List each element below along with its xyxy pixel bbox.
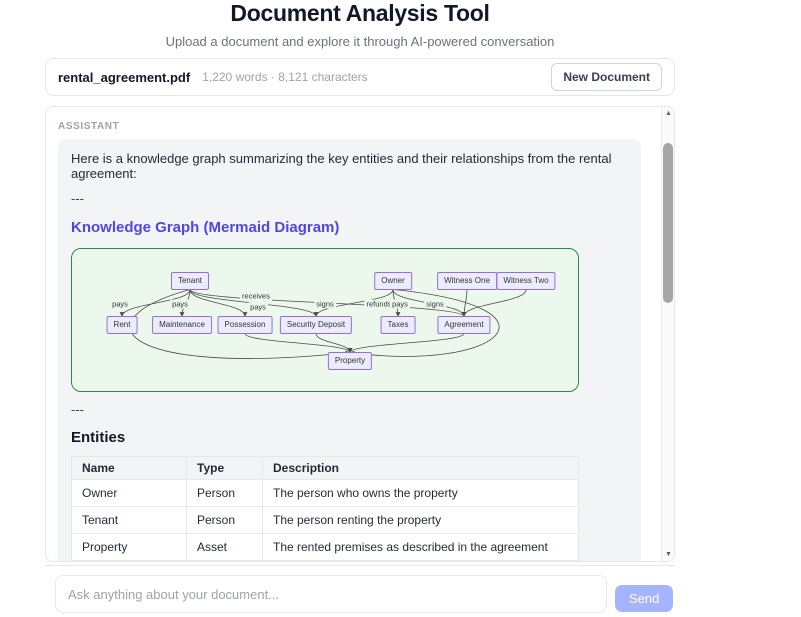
scrollbar-up-icon[interactable]: ▲: [665, 110, 672, 117]
graph-edge: [244, 333, 353, 353]
graph-node-agreement: Agreement: [437, 316, 491, 334]
message-intro: Here is a knowledge graph summarizing th…: [71, 151, 612, 181]
page-subtitle: Upload a document and explore it through…: [165, 34, 555, 49]
table-header-cell: Type: [186, 456, 263, 480]
composer: Send: [45, 565, 675, 613]
send-button[interactable]: Send: [615, 585, 674, 612]
graph-node-rent: Rent: [106, 316, 138, 334]
graph-edge: [349, 289, 500, 357]
graph-node-maintenance: Maintenance: [152, 316, 212, 334]
graph-edge-label: signs: [424, 299, 446, 309]
table-header-cell: Name: [71, 456, 187, 480]
graph-node-witness1: Witness One: [437, 272, 497, 290]
graph-edge: [315, 333, 353, 353]
scrollbar-down-icon[interactable]: ▼: [665, 551, 672, 558]
page-title: Document Analysis Tool: [230, 0, 490, 26]
chat-messages: ASSISTANT Here is a knowledge graph summ…: [46, 107, 674, 561]
graph-edge-label: signs: [314, 299, 336, 309]
graph-node-security: Security Deposit: [279, 316, 353, 334]
chat-panel: ASSISTANT Here is a knowledge graph summ…: [45, 106, 675, 562]
graph-edge-label: pays: [248, 302, 268, 312]
graph-node-property: Property: [327, 352, 373, 370]
document-stats: 1,220 words · 8,121 characters: [202, 70, 368, 84]
chat-scrollbar[interactable]: ▲ ▼: [661, 107, 674, 561]
graph-node-taxes: Taxes: [380, 316, 416, 334]
graph-edge: [313, 289, 394, 317]
graph-edge: [347, 333, 465, 353]
table-header-cell: Description: [262, 456, 579, 480]
graph-edge: [129, 289, 351, 359]
document-analysis-app: Document Analysis Tool Upload a document…: [45, 0, 675, 613]
graph-edge-label: refunds: [364, 299, 394, 309]
message-divider: ---: [71, 191, 84, 206]
graph-edge-label: pays: [110, 299, 130, 309]
graph-node-possession: Possession: [217, 316, 273, 334]
assistant-message: Here is a knowledge graph summarizing th…: [58, 139, 641, 561]
document-filename: rental_agreement.pdf: [58, 69, 191, 85]
graph-edge: [119, 289, 191, 317]
entities-heading: Entities: [71, 429, 126, 446]
message-divider: ---: [71, 402, 84, 417]
graph-edge-label: pays: [390, 299, 410, 309]
graph-node-tenant: Tenant: [170, 272, 210, 290]
graph-node-owner: Owner: [374, 272, 412, 290]
new-document-button[interactable]: New Document: [551, 63, 662, 91]
assistant-role-label: ASSISTANT: [58, 121, 120, 132]
graph-edge-label: pays: [170, 299, 190, 309]
scrollbar-thumb[interactable]: [663, 143, 673, 303]
graph-node-witness2: Witness Two: [496, 272, 556, 290]
table-row-truncated: [71, 560, 579, 561]
document-info-bar: rental_agreement.pdf 1,220 words · 8,121…: [45, 58, 675, 96]
knowledge-graph-heading: Knowledge Graph (Mermaid Diagram): [71, 219, 340, 236]
graph-edge: [461, 289, 527, 317]
graph-edge: [189, 289, 248, 317]
graph-edge-label: receives: [240, 291, 272, 301]
chat-input[interactable]: [55, 575, 607, 613]
